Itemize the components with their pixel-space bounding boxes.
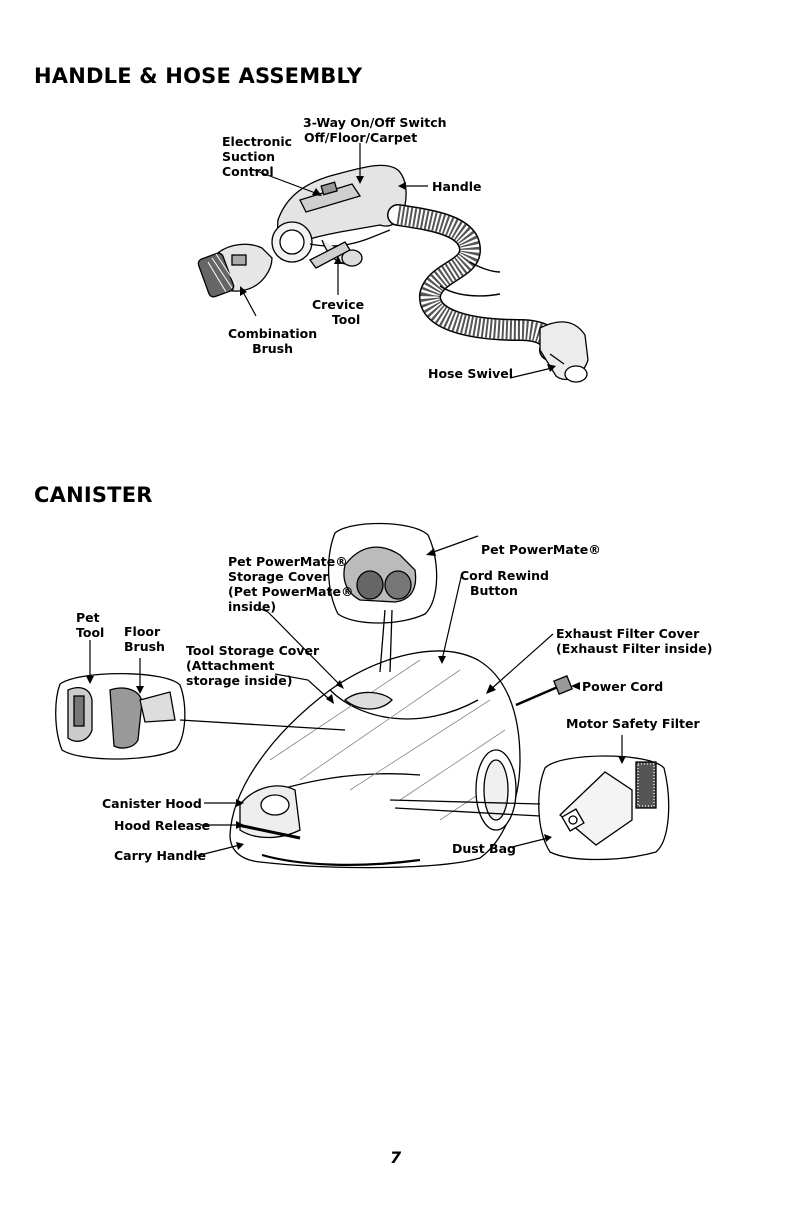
handle-hose-title: HANDLE & HOSE ASSEMBLY (34, 64, 363, 88)
dust-bag-label: Dust Bag (452, 841, 516, 856)
filter-bag-inset (389, 755, 670, 861)
suction-control-label: Electronic Suction Control (222, 134, 293, 179)
exhaust-filter-cover-label: Exhaust Filter Cover (Exhaust Filter ins… (556, 626, 713, 656)
pet-powermate-storage-label: Pet PowerMate® Storage Cover (Pet PowerM… (228, 554, 354, 614)
attachments-inset (55, 672, 346, 760)
page-number: 7 (390, 1148, 402, 1167)
motor-safety-filter-label: Motor Safety Filter (566, 716, 700, 731)
crevice-tool-drawing (309, 241, 351, 269)
pet-powermate-label: Pet PowerMate® (481, 542, 601, 557)
combination-brush-drawing (197, 243, 273, 298)
canister-title: CANISTER (34, 483, 153, 507)
switch-label: 3-Way On/Off Switch Off/Floor/Carpet (303, 115, 447, 145)
floor-brush-label: Floor Brush (124, 624, 165, 654)
canister-body-drawing (229, 650, 521, 869)
handle-label: Handle (432, 179, 482, 194)
hose-drawing (387, 204, 589, 383)
carry-handle-label: Carry Handle (114, 848, 206, 863)
power-cord-label: Power Cord (582, 679, 664, 694)
tool-storage-cover-label: Tool Storage Cover (Attachment storage i… (186, 643, 320, 688)
cord-rewind-label: Cord Rewind Button (460, 568, 550, 598)
hood-release-label: Hood Release (114, 818, 211, 833)
combination-brush-label: Combination Brush (228, 326, 318, 356)
canister-hood-label: Canister Hood (102, 796, 202, 811)
pet-tool-label: Pet Tool (76, 610, 105, 640)
power-cord-drawing (515, 675, 573, 707)
hose-swivel-label: Hose Swivel (428, 366, 514, 381)
crevice-tool-label: Crevice Tool (312, 297, 365, 327)
pet-powermate-inset (327, 522, 438, 673)
